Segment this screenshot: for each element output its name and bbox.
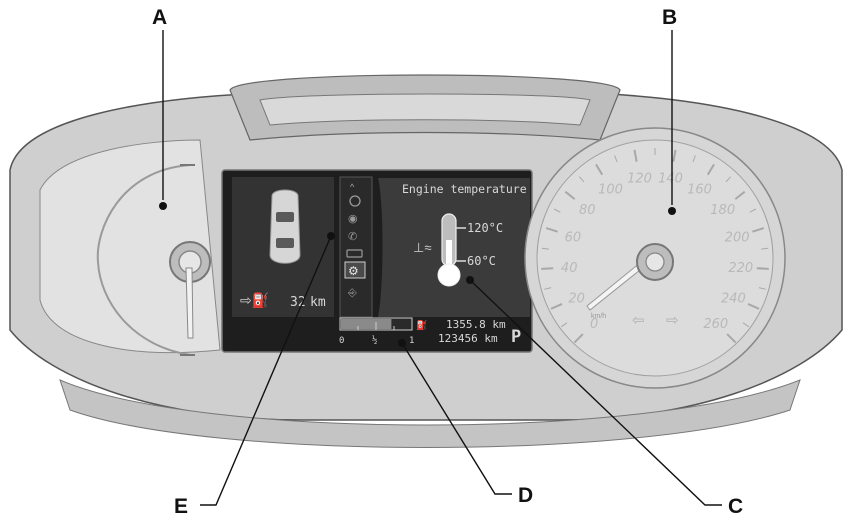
fuel-pump-small-icon: ⛽ — [416, 319, 427, 330]
fuel-pump-icon: ⇨⛽ — [240, 292, 269, 309]
speedometer-tick — [573, 333, 584, 344]
callout-leaders — [159, 30, 722, 506]
trip-distance: 1355.8 km — [446, 318, 506, 331]
callout-e: E — [174, 495, 188, 518]
range-unit: km — [310, 295, 326, 310]
speedometer-tick-label: 240 — [721, 291, 746, 306]
speedometer-tick — [747, 302, 760, 310]
speedometer-tick — [545, 227, 558, 233]
speedometer-tick — [544, 287, 552, 290]
callout-a: A — [152, 6, 167, 29]
menu-icon-strip: ^ ◉ ✆ ⚙ ⎆ — [339, 176, 373, 318]
fuel-scale-empty: 0 — [339, 336, 344, 346]
fuel-scale-full: 1 — [409, 336, 414, 346]
speedometer-tick — [553, 208, 561, 213]
audio-icon: ◉ — [348, 213, 358, 225]
up-arrow-icon: ^ — [350, 182, 355, 192]
speedometer-tick — [579, 176, 585, 183]
speedometer-tick-label: 160 — [687, 182, 712, 197]
leader-e — [200, 235, 332, 506]
speedometer-tick-label: 60 — [565, 230, 582, 245]
speedometer-tick-label: 0 — [590, 317, 598, 332]
speedometer-tick — [725, 176, 731, 183]
fuel-scale-half: ½ — [372, 335, 377, 346]
leader-d — [401, 342, 512, 495]
speedometer-tick — [595, 163, 604, 176]
central-display: ⇨⛽ 32 km ^ ◉ ✆ ⚙ ⎆ Engine temperature ⊥≈… — [221, 169, 533, 353]
speedometer-tick — [706, 163, 715, 176]
phone-icon: ✆ — [348, 231, 357, 243]
battery-icon — [346, 249, 363, 258]
speedometer-tick-label: 120 — [627, 171, 652, 186]
temp-high-label: 120°C — [467, 221, 503, 235]
speedometer-tick-label: 40 — [561, 261, 578, 276]
callout-d: D — [518, 484, 533, 507]
speedometer-tick-label: 140 — [658, 171, 683, 186]
speedometer-tick-label: 100 — [598, 182, 623, 197]
speedometer-tick-label: 180 — [710, 203, 735, 218]
settings-gear-icon: ⚙ — [348, 264, 359, 278]
left-gauge — [96, 164, 211, 356]
speedometer-tick — [541, 267, 554, 270]
speedometer-tick — [749, 208, 757, 213]
coolant-icon: ⊥≈ — [413, 240, 431, 255]
speedometer-tick — [614, 155, 618, 163]
speedometer-tick — [756, 267, 769, 270]
speedometer-tick-label: 260 — [703, 317, 728, 332]
callout-b: B — [662, 6, 677, 29]
speedometer-tick-label: 80 — [579, 203, 596, 218]
speedometer-tick — [672, 149, 677, 162]
left-turn-indicator-icon: ⇦ — [632, 312, 645, 329]
speedometer-tick — [726, 333, 737, 344]
speedometer-tick — [541, 247, 549, 250]
speedometer-tick — [758, 287, 766, 290]
gear-indicator: P — [511, 327, 521, 347]
display-title: Engine temperature — [402, 182, 527, 196]
speedometer-tick-label: 220 — [728, 261, 753, 276]
fuel-gauge: ⛽ 0 ½ 1 — [339, 317, 427, 346]
speedometer-tick — [564, 190, 576, 200]
speedometer-tick — [742, 322, 750, 328]
odometer-reading: 123456 km — [438, 332, 498, 345]
info-icon — [349, 195, 361, 207]
left-gauge-needle — [185, 267, 194, 339]
speed-unit-label: km/h — [591, 313, 606, 320]
speedometer-tick — [692, 155, 696, 163]
callout-c: C — [728, 495, 743, 518]
car-top-view-icon — [269, 189, 301, 264]
temp-low-label: 60°C — [467, 254, 496, 268]
speedometer-tick — [752, 227, 765, 233]
right-turn-indicator-icon: ⇨ — [666, 312, 679, 329]
speedometer-tick — [734, 190, 746, 200]
fuel-gauge-fill — [341, 319, 392, 329]
leader-c — [469, 279, 722, 506]
speedometer-tick — [560, 322, 568, 328]
speedometer-tick — [761, 247, 769, 250]
range-value: 32 — [290, 295, 306, 310]
speedometer-tick — [633, 149, 638, 162]
speedometer-tick-label: 20 — [568, 291, 585, 306]
speedometer-tick-label: 200 — [725, 230, 750, 245]
exit-icon: ⎆ — [348, 287, 357, 299]
thermometer-icon — [437, 213, 466, 287]
speedometer-tick — [550, 302, 563, 310]
